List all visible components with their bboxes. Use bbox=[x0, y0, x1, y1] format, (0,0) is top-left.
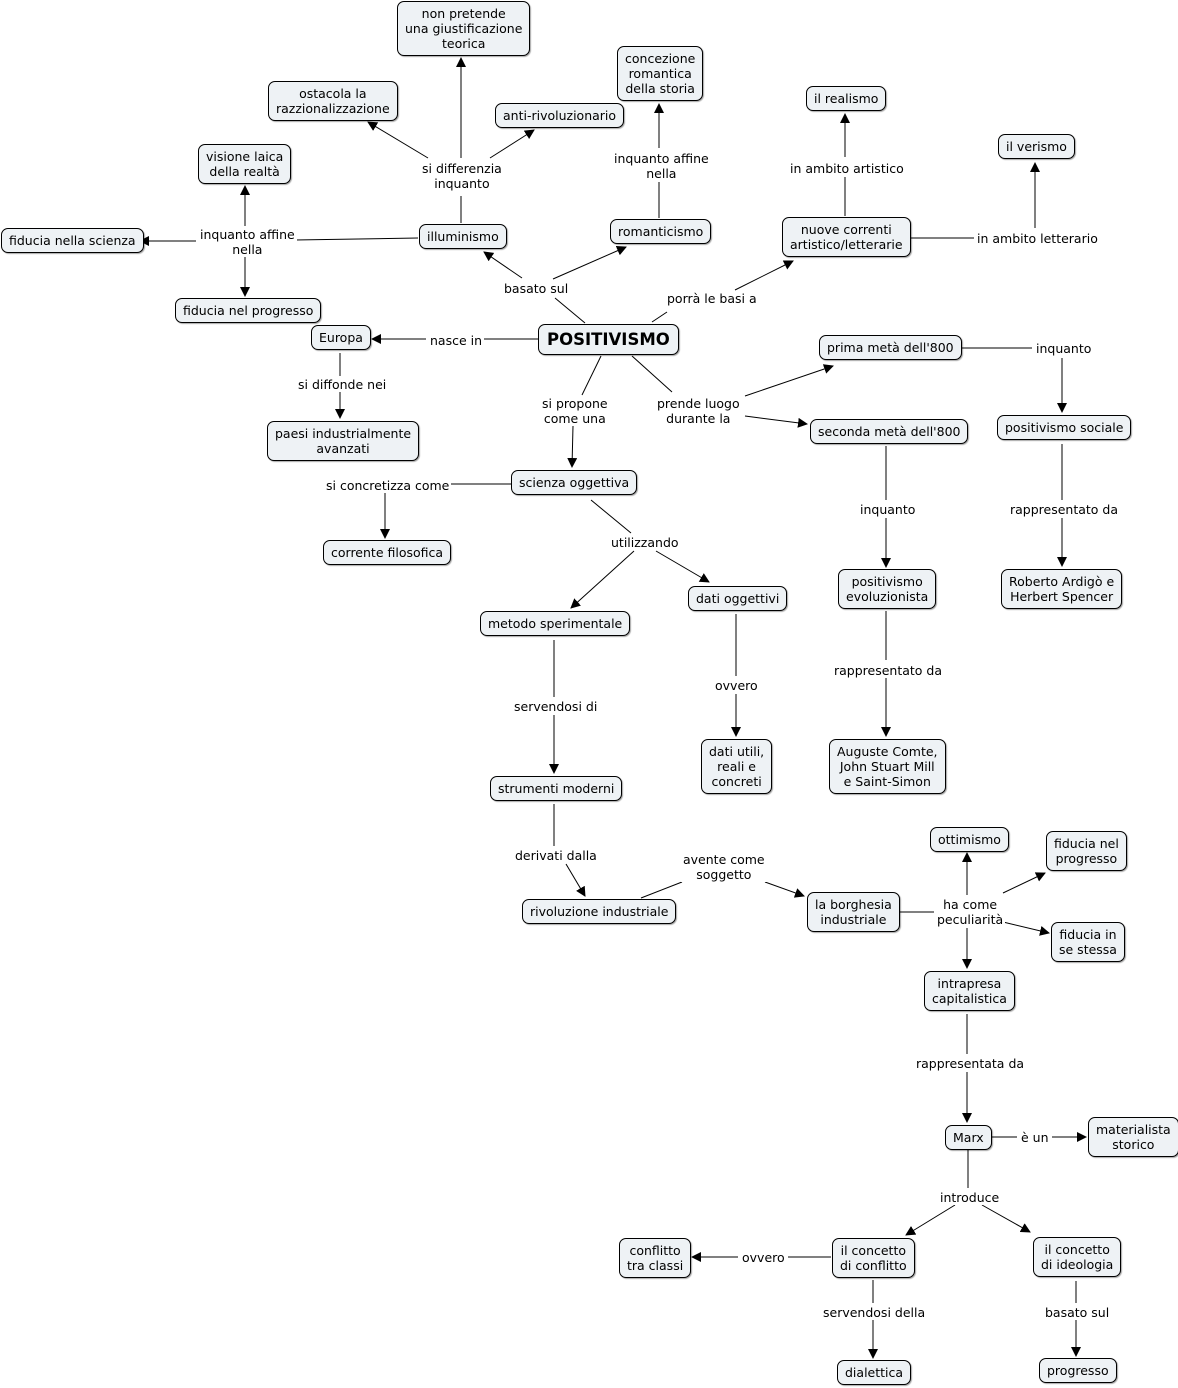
node-borghesia-industriale[interactable]: la borghesia industriale bbox=[807, 892, 900, 932]
link-servendosi-della: servendosi della bbox=[821, 1305, 928, 1320]
link-rappresentato-da-sociale: rappresentato da bbox=[1008, 502, 1121, 517]
node-progresso[interactable]: progresso bbox=[1039, 1358, 1117, 1383]
link-servendosi-di: servendosi di bbox=[512, 699, 600, 714]
node-positivismo-evoluzionista[interactable]: positivismo evoluzionista bbox=[838, 569, 937, 609]
node-fiducia-in-se-stessa[interactable]: fiducia in se stessa bbox=[1051, 922, 1125, 962]
node-non-pretende[interactable]: non pretende una giustificazione teorica bbox=[397, 1, 531, 56]
node-visione-laica[interactable]: visione laica della realtà bbox=[198, 144, 292, 184]
node-concetto-di-ideologia[interactable]: il concetto di ideologia bbox=[1033, 1237, 1122, 1277]
link-inquanto-prima-meta: inquanto bbox=[1034, 341, 1094, 356]
link-rappresentata-da: rappresentata da bbox=[914, 1056, 1027, 1071]
link-in-ambito-letterario: in ambito letterario bbox=[975, 231, 1100, 246]
node-fiducia-nella-scienza[interactable]: fiducia nella scienza bbox=[1, 228, 144, 253]
link-inquanto-affine-romanticismo: inquanto affine nella bbox=[612, 151, 711, 181]
node-rivoluzione-industriale[interactable]: rivoluzione industriale bbox=[522, 899, 677, 924]
node-strumenti-moderni[interactable]: strumenti moderni bbox=[490, 776, 623, 801]
node-corrente-filosofica[interactable]: corrente filosofica bbox=[323, 540, 452, 565]
node-intrapresa-capitalistica[interactable]: intrapresa capitalistica bbox=[924, 971, 1015, 1011]
node-concetto-di-conflitto[interactable]: il concetto di conflitto bbox=[832, 1238, 915, 1278]
node-dati-utili[interactable]: dati utili, reali e concreti bbox=[701, 739, 773, 794]
link-si-diffonde-nei: si diffonde nei bbox=[296, 377, 389, 392]
node-il-realismo[interactable]: il realismo bbox=[806, 86, 887, 111]
node-positivismo[interactable]: POSITIVISMO bbox=[538, 324, 679, 355]
node-paesi-industrialmente[interactable]: paesi industrialmente avanzati bbox=[267, 421, 420, 461]
node-positivismo-sociale[interactable]: positivismo sociale bbox=[997, 415, 1132, 440]
node-ottimismo[interactable]: ottimismo bbox=[930, 827, 1009, 852]
link-derivati-dalla: derivati dalla bbox=[513, 848, 599, 863]
node-seconda-meta[interactable]: seconda metà dell'800 bbox=[810, 419, 969, 444]
node-metodo-sperimentale[interactable]: metodo sperimentale bbox=[480, 611, 631, 636]
link-prende-luogo: prende luogo durante la bbox=[655, 396, 742, 426]
node-prima-meta[interactable]: prima metà dell'800 bbox=[819, 335, 962, 360]
link-in-ambito-artistico: in ambito artistico bbox=[788, 161, 906, 176]
node-il-verismo[interactable]: il verismo bbox=[998, 134, 1075, 159]
node-fiducia-nel-progresso-2[interactable]: fiducia nel progresso bbox=[1046, 831, 1127, 871]
node-conflitto-tra-classi[interactable]: conflitto tra classi bbox=[619, 1238, 692, 1278]
node-fiducia-nel-progresso[interactable]: fiducia nel progresso bbox=[175, 298, 322, 323]
link-introduce: introduce bbox=[938, 1190, 1002, 1205]
link-nasce-in: nasce in bbox=[428, 333, 485, 348]
link-inquanto-seconda-meta: inquanto bbox=[858, 502, 918, 517]
node-dialettica[interactable]: dialettica bbox=[837, 1360, 912, 1385]
link-si-propone: si propone come una bbox=[540, 396, 610, 426]
link-rappresentato-da-evoluzionista: rappresentato da bbox=[832, 663, 945, 678]
link-si-differenzia: si differenzia inquanto bbox=[420, 161, 504, 191]
node-marx[interactable]: Marx bbox=[945, 1125, 992, 1150]
link-ovvero-dati: ovvero bbox=[713, 678, 760, 693]
link-inquanto-affine-left: inquanto affine nella bbox=[198, 227, 297, 257]
connector-lines bbox=[139, 57, 1087, 1359]
node-nuove-correnti[interactable]: nuove correnti artistico/letterarie bbox=[782, 217, 911, 257]
link-ha-come-peculiarita: ha come peculiarità bbox=[935, 897, 1006, 927]
link-porra-le-basi: porrà le basi a bbox=[665, 291, 759, 306]
link-basato-sul-ideologia: basato sul bbox=[1043, 1305, 1112, 1320]
link-avente-come-soggetto: avente come soggetto bbox=[681, 852, 767, 882]
link-si-concretizza: si concretizza come bbox=[324, 478, 452, 493]
node-romanticismo[interactable]: romanticismo bbox=[610, 219, 712, 244]
link-basato-sul: basato sul bbox=[502, 281, 571, 296]
node-comte-mill-saint-simon[interactable]: Auguste Comte, John Stuart Mill e Saint-… bbox=[829, 739, 946, 794]
node-dati-oggettivi[interactable]: dati oggettivi bbox=[688, 586, 788, 611]
link-ovvero-conflitto: ovvero bbox=[740, 1250, 787, 1265]
node-anti-rivoluzionario[interactable]: anti-rivoluzionario bbox=[495, 103, 625, 128]
node-ardigo-spencer[interactable]: Roberto Ardigò e Herbert Spencer bbox=[1001, 569, 1123, 609]
node-materialista-storico[interactable]: materialista storico bbox=[1088, 1117, 1178, 1157]
node-concezione-romantica[interactable]: concezione romantica della storia bbox=[617, 46, 704, 101]
node-europa[interactable]: Europa bbox=[311, 325, 371, 350]
node-ostacola[interactable]: ostacola la razzionalizzazione bbox=[268, 81, 398, 121]
node-illuminismo[interactable]: illuminismo bbox=[419, 224, 507, 249]
link-utilizzando: utilizzando bbox=[609, 535, 681, 550]
node-scienza-oggettiva[interactable]: scienza oggettiva bbox=[511, 470, 638, 495]
link-e-un: è un bbox=[1019, 1130, 1051, 1145]
